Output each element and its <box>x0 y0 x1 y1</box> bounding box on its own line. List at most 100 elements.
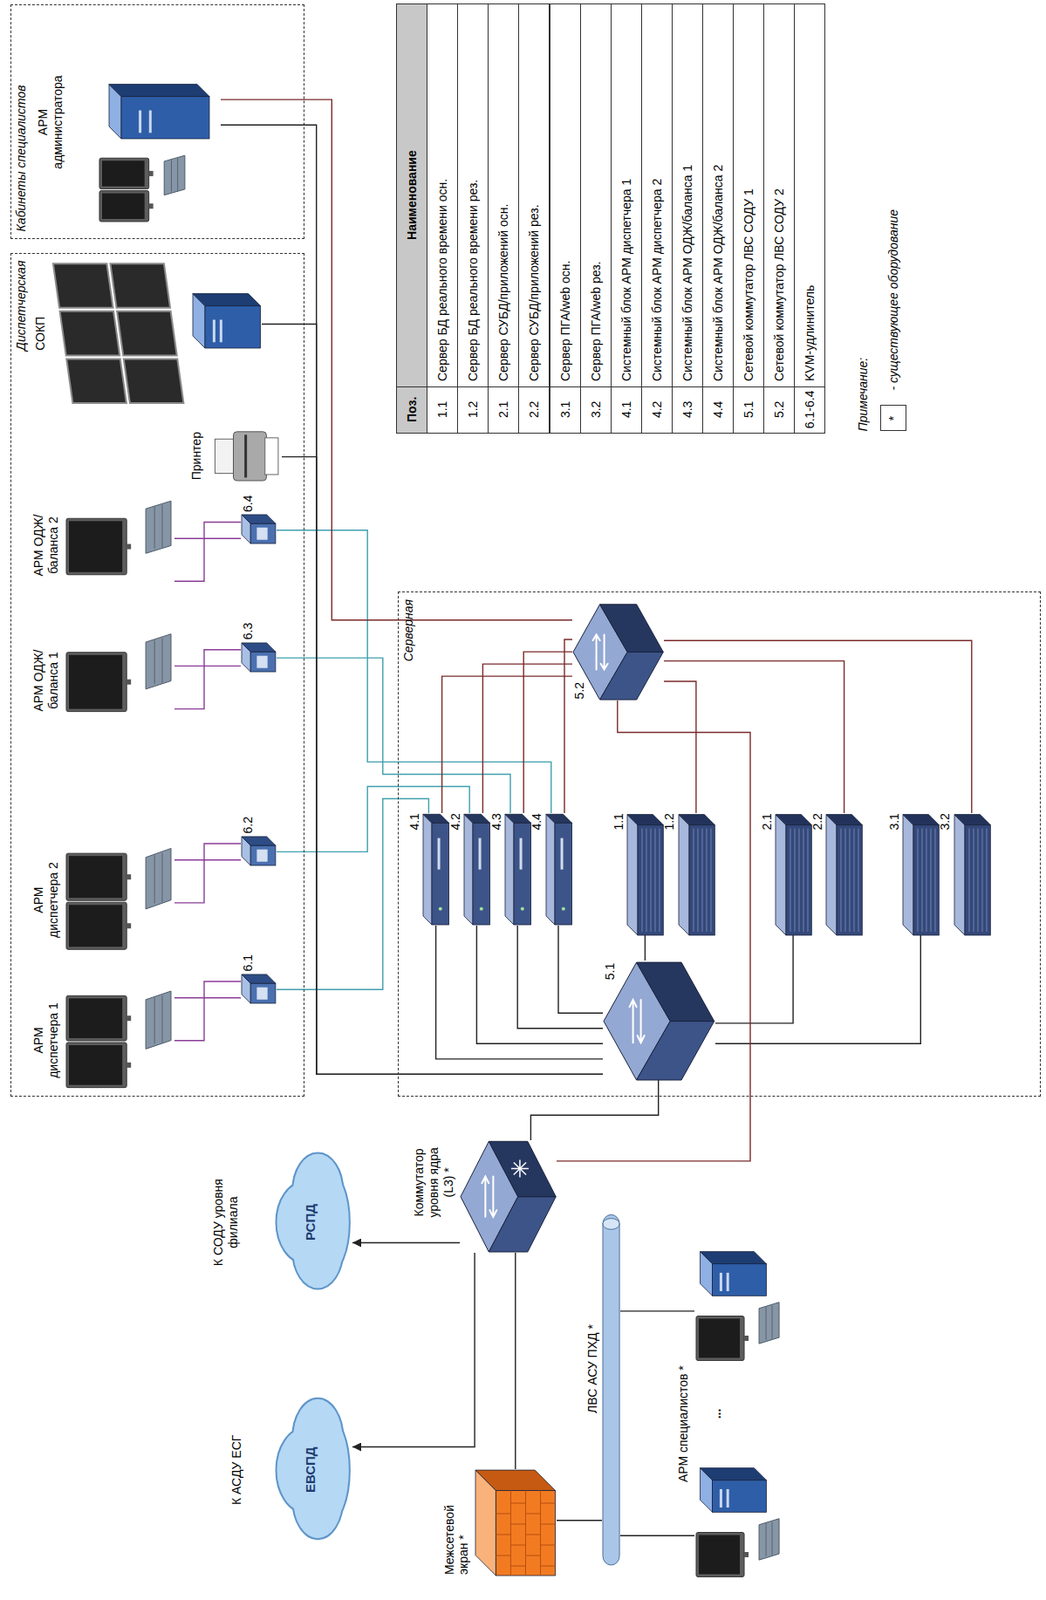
connector-line <box>530 1080 658 1141</box>
device-label: Коммутатор уровня ядра (L3) * <box>411 1140 456 1224</box>
core-switch-icon <box>459 1141 557 1254</box>
connector-line <box>442 676 573 814</box>
table-text: 4.3 <box>680 386 696 433</box>
server: 1.2 <box>663 813 716 936</box>
device-label: Межсетевой экран * <box>442 1494 472 1575</box>
table-text: Сервер БД реального времени осн. <box>435 178 451 382</box>
region-title: Кабинеты специалистов <box>13 84 29 232</box>
video-wall-icon <box>54 261 198 405</box>
system-unit: 4.1 <box>409 813 451 926</box>
connector-line <box>174 522 241 582</box>
workstation-icon <box>64 496 175 594</box>
callout-number: 3.1 <box>887 813 903 830</box>
connector-line <box>564 639 573 814</box>
connector-line <box>482 663 573 814</box>
pc-tower-icon <box>108 83 211 140</box>
table-text: 4.2 <box>649 386 665 433</box>
table-text: Сервер ПГА/web осн. <box>558 260 574 382</box>
connector-line <box>174 997 241 999</box>
callout-number: 6.2 <box>240 816 256 834</box>
printer-label: Принтер <box>189 420 205 493</box>
table-cell: 3.1 <box>549 386 582 434</box>
connector-line <box>663 640 972 814</box>
connector-line <box>276 799 429 991</box>
table-cell: KVM-удлинитель <box>793 3 826 388</box>
connector-line <box>620 1535 695 1537</box>
server-icon <box>626 813 664 936</box>
table-text: 4.4 <box>711 386 726 433</box>
lan-bus-icon <box>601 1214 621 1567</box>
workstation-icon <box>64 629 175 732</box>
connector-line <box>174 843 241 903</box>
connector-line <box>174 537 241 539</box>
system-unit-icon <box>422 813 451 926</box>
workstation: АРМ ОДЖ/баланса 1 <box>31 629 175 732</box>
core-switch: Коммутатор уровня ядра (L3) * <box>459 1141 557 1254</box>
workstation-group: АРМ специалистов *... <box>694 1247 792 1600</box>
table-text: Наименование <box>404 3 420 387</box>
network-switch: 5.2 <box>572 603 664 701</box>
connector-line <box>514 1252 516 1470</box>
server: 2.2 <box>812 813 864 936</box>
callout-number: 6.3 <box>240 622 256 640</box>
connector-line <box>556 700 751 1162</box>
connector-line <box>261 324 603 1075</box>
callout-number: 2.2 <box>810 813 826 830</box>
system-unit: 4.2 <box>450 813 492 926</box>
table-cell: Поз. <box>396 386 428 434</box>
table-cell: Сервер СУБД/приложений осн. <box>487 3 520 388</box>
connector-line <box>715 935 921 1044</box>
table-cell: Системный блок АРМ ОДЖ/баланса 1 <box>671 3 704 388</box>
workstation-icon <box>694 1247 792 1375</box>
workstation-icon <box>64 986 175 1094</box>
printer: Принтер <box>189 420 281 493</box>
switch-icon <box>602 961 716 1081</box>
connector-line <box>276 530 552 814</box>
callout-number: 1.1 <box>611 813 627 830</box>
table-cell: Сервер СУБД/приложений рез. <box>518 3 550 388</box>
table-text: 5.1 <box>741 386 757 433</box>
callout-number: 5.2 <box>572 682 588 699</box>
network-cloud: К АСДУ ЕСГЕВСПД <box>198 1395 353 1545</box>
connector-line <box>558 925 603 1013</box>
room-region: Серверная4.14.24.34.41.11.22.12.23.13.25… <box>397 591 1041 1097</box>
note-title: Примечание: <box>855 357 871 432</box>
kvm-extender <box>240 835 277 867</box>
table-text: Системный блок АРМ диспетчера 1 <box>619 178 635 382</box>
kvm-extender <box>240 642 277 673</box>
room-region: ДиспетчерскаяАРМ диспетчера 16.1АРМ дисп… <box>10 252 305 1098</box>
table-text: 2.2 <box>526 386 542 433</box>
workstation-label: АРМ специалистов * <box>676 1247 691 1600</box>
kvm-extender: 6.3 <box>240 620 277 673</box>
connector-line <box>620 1310 695 1312</box>
firewall-icon <box>474 1469 557 1577</box>
table-text: Системный блок АРМ диспетчера 2 <box>649 178 665 382</box>
connector-line <box>174 981 241 1041</box>
table-cell: Системный блок АРМ ОДЖ/баланса 2 <box>702 3 734 388</box>
table-cell: 1.2 <box>457 386 489 434</box>
kvm-extender <box>240 973 277 1005</box>
workstation: АРМ диспетчера 2 <box>31 843 175 957</box>
note-box: * <box>880 404 907 431</box>
lan-bus: ЛВС АСУ ПХД * <box>601 1214 621 1567</box>
table-text: Системный блок АРМ ОДЖ/баланса 1 <box>680 164 696 382</box>
connector-line <box>476 925 603 1044</box>
table-text: 6.1-6.4 <box>802 386 818 433</box>
table-cell: 2.2 <box>518 386 550 434</box>
callout-number: 5.1 <box>602 963 618 980</box>
workstation: АРМ администратора <box>31 12 221 233</box>
system-unit-icon <box>504 813 533 926</box>
callout-number: 1.2 <box>662 813 677 830</box>
network-label: К СОДУ уровня филиала <box>211 1170 241 1274</box>
table-cell: 1.1 <box>426 386 459 434</box>
connector-line <box>174 649 241 710</box>
table-text: Поз. <box>404 386 420 433</box>
callout-number: 4.2 <box>448 813 464 830</box>
network-cloud: К СОДУ уровня филиалаРСПД <box>198 1150 353 1294</box>
table-cell: Сервер ПГА/web осн. <box>549 3 582 388</box>
printer-icon <box>207 425 281 487</box>
firewall: Межсетевой экран * <box>474 1469 557 1577</box>
table-text: 4.1 <box>619 386 635 433</box>
region-title: Диспетчерская <box>13 260 29 351</box>
connector-line <box>276 657 511 814</box>
